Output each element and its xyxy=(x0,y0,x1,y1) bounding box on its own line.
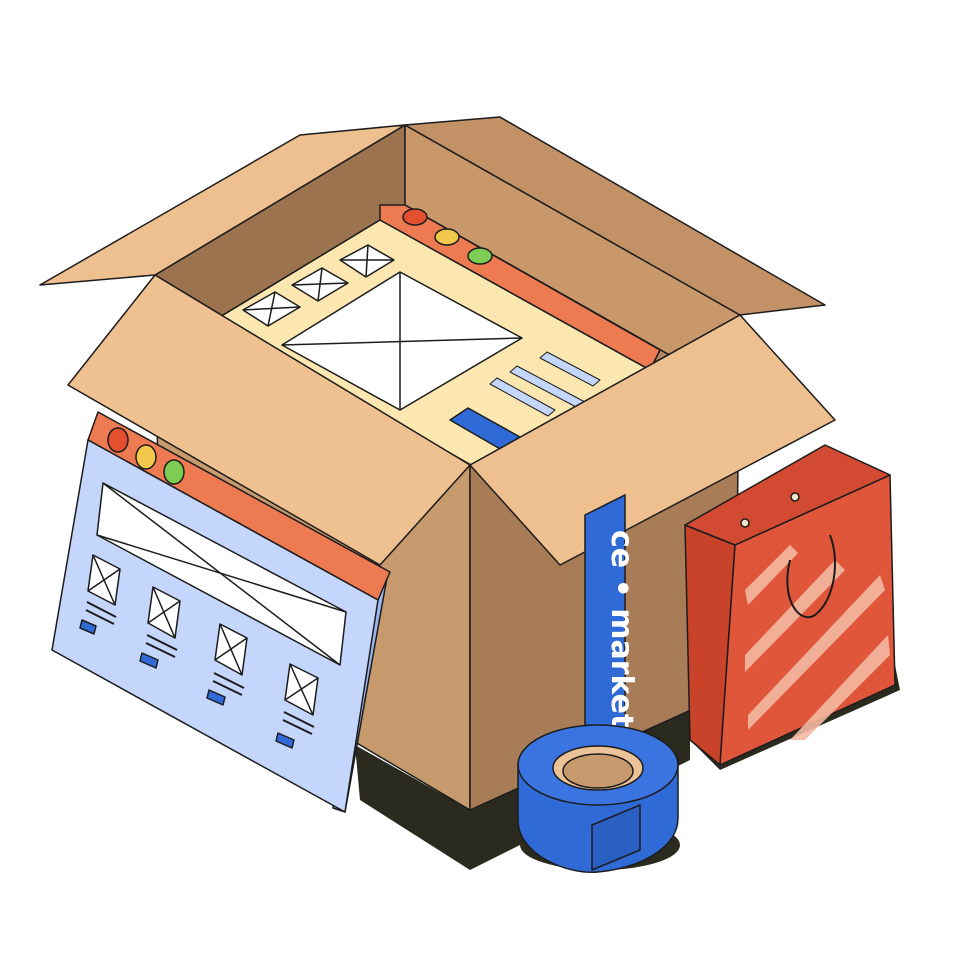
minimize-dot-icon xyxy=(135,444,157,470)
bag-back-panel xyxy=(684,444,891,546)
front-left-flap xyxy=(67,274,471,566)
inner-thumbnails xyxy=(242,244,395,327)
minimize-dot-icon xyxy=(434,228,460,246)
box-flaps xyxy=(39,116,836,566)
image-placeholder-icon xyxy=(242,291,301,327)
front-right-flap xyxy=(469,314,836,566)
inner-browser-window xyxy=(214,204,661,471)
product-card xyxy=(79,554,121,635)
tape-roll-icon xyxy=(517,724,679,874)
add-to-cart-button xyxy=(79,619,97,635)
inner-hero-image-placeholder xyxy=(281,271,523,411)
tape-strip-text: ce • marketp xyxy=(604,530,639,750)
inner-window-buttons xyxy=(402,208,493,265)
back-right-flap xyxy=(404,116,826,316)
bag-grommet xyxy=(740,518,750,528)
close-dot-icon xyxy=(107,427,129,453)
add-to-cart-button xyxy=(139,652,159,669)
product-card xyxy=(139,586,181,669)
bag-handle xyxy=(786,534,836,618)
product-card xyxy=(275,663,319,749)
add-to-cart-button xyxy=(206,689,226,706)
leaning-hero-image-placeholder xyxy=(96,482,347,666)
leaning-browser-window xyxy=(51,411,391,813)
add-to-cart-button xyxy=(275,732,295,749)
leaning-product-cards xyxy=(79,554,319,749)
product-card xyxy=(206,623,248,706)
tape-roll-end xyxy=(591,804,641,871)
image-placeholder-icon xyxy=(339,244,395,278)
inner-browser-header xyxy=(379,204,661,371)
tape-roll-hole xyxy=(562,753,634,789)
close-dot-icon xyxy=(402,208,428,226)
maximize-dot-icon xyxy=(163,459,185,485)
leaning-window-buttons xyxy=(107,427,185,485)
bag-stripes xyxy=(745,545,890,740)
bag-grommet xyxy=(790,492,800,502)
image-placeholder-icon xyxy=(291,267,349,302)
shopping-bag-icon xyxy=(684,444,896,766)
tape-strip: ce • marketp xyxy=(584,493,639,767)
maximize-dot-icon xyxy=(467,247,493,265)
